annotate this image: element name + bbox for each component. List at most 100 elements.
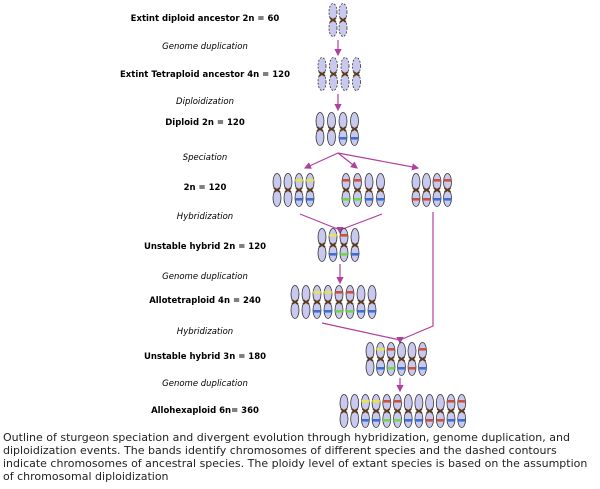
band	[408, 367, 416, 370]
centromere	[387, 356, 395, 362]
chromosome	[422, 173, 431, 207]
centromere	[447, 408, 455, 414]
stage-label: Speciation	[182, 153, 228, 163]
chromosome	[446, 394, 456, 428]
centromere	[365, 187, 373, 193]
lineage-arrow	[303, 152, 339, 169]
band	[350, 137, 359, 140]
band	[447, 419, 455, 422]
chromosome	[407, 342, 417, 376]
stage-label: Allohexaploid 6n= 360	[151, 406, 259, 416]
centromere	[361, 408, 369, 414]
centromere	[313, 299, 321, 305]
band	[387, 348, 395, 351]
band	[342, 198, 350, 201]
band	[404, 419, 412, 422]
band	[412, 198, 420, 201]
chromosome	[350, 228, 360, 262]
centromere	[398, 356, 405, 362]
stage-label: Genome duplication	[162, 379, 248, 389]
chromosome-set-extinct-diploid-ancestor	[328, 3, 348, 37]
centromere	[316, 126, 324, 132]
band	[383, 419, 391, 422]
stage-label: Unstable hybrid 3n = 180	[143, 352, 267, 362]
centromere	[306, 187, 314, 193]
centromere	[377, 356, 384, 362]
band	[443, 179, 452, 182]
band	[346, 291, 354, 294]
chromosome	[376, 173, 385, 207]
chromosome	[294, 173, 304, 207]
band	[306, 198, 314, 201]
chromosome	[386, 342, 396, 376]
chromosome	[312, 285, 322, 319]
lineage-arrow	[339, 213, 383, 231]
band	[376, 348, 385, 351]
chromosome	[315, 112, 325, 146]
centromere	[341, 71, 349, 77]
stage-label: Extint Tetraploid ancestor 4n = 120	[119, 70, 290, 80]
band	[340, 234, 348, 237]
centromere	[426, 408, 434, 414]
centromere	[423, 187, 430, 193]
chromosome	[371, 394, 381, 428]
chromosome	[393, 394, 402, 428]
chromosome	[323, 285, 333, 319]
chromosome	[350, 112, 359, 146]
band	[329, 234, 337, 237]
stage-label: Genome duplication	[162, 272, 248, 282]
chromosome-set-allohexaploid	[339, 394, 467, 428]
figure-caption: Outline of sturgeon speciation and diver…	[3, 431, 588, 483]
centromere	[404, 408, 412, 414]
band	[306, 179, 314, 182]
chromosome	[328, 228, 338, 262]
chromosome	[329, 57, 338, 91]
chromosome	[334, 285, 344, 319]
evolution-diagram	[272, 3, 467, 428]
chromosome-set-diploid	[315, 112, 359, 146]
centromere	[342, 187, 350, 193]
chromosome	[360, 394, 370, 428]
chromosome-set-unstable-hybrid-3n	[365, 342, 427, 376]
centromere	[329, 242, 337, 248]
chromosome	[305, 173, 315, 207]
chromosome	[376, 342, 385, 376]
band	[346, 310, 354, 313]
chromosome	[418, 342, 427, 376]
chromosome	[411, 173, 421, 207]
band	[372, 419, 380, 422]
centromere	[330, 71, 337, 77]
chromosome	[341, 173, 351, 207]
stage-label: Unstable hybrid 2n = 120	[143, 242, 267, 252]
centromere	[339, 126, 347, 132]
band	[353, 198, 362, 201]
centromere	[383, 408, 391, 414]
centromere	[295, 187, 303, 193]
chromosome	[367, 285, 377, 319]
chromosome	[338, 3, 348, 37]
chromosome-set-unstable-hybrid-2n	[317, 228, 360, 262]
centromere	[351, 408, 359, 414]
lineage-arrow	[337, 152, 358, 169]
chromosome	[350, 394, 360, 428]
centromere	[377, 187, 384, 193]
band	[339, 137, 347, 140]
chromosome	[457, 394, 467, 428]
band	[329, 253, 337, 256]
stage-label: Diploidization	[176, 97, 234, 107]
band	[433, 198, 441, 201]
band	[365, 198, 373, 201]
centromere	[368, 299, 376, 305]
chromosome	[364, 173, 374, 207]
lineage-arrow	[399, 212, 434, 341]
band	[393, 400, 402, 403]
chromosome	[339, 228, 349, 262]
band	[433, 179, 441, 182]
centromere	[340, 408, 348, 414]
centromere	[351, 242, 359, 248]
chromosome	[352, 57, 361, 91]
centromere	[408, 356, 416, 362]
centromere	[415, 408, 423, 414]
chromosome	[435, 394, 445, 428]
centromere	[444, 187, 451, 193]
